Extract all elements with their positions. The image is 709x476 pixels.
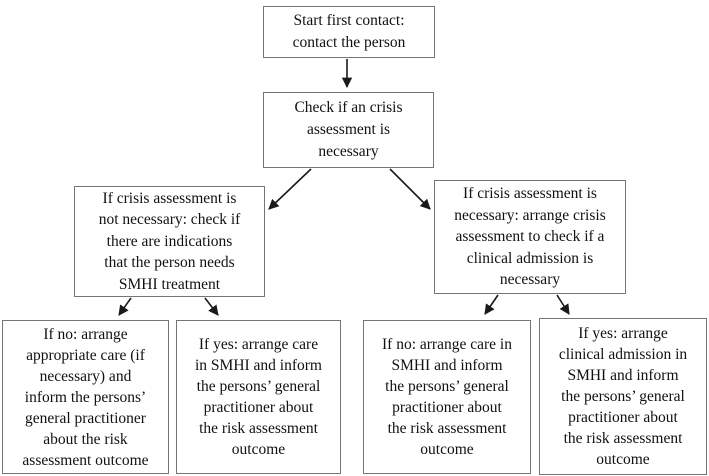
node-branch-not-necessary: If crisis assessment is not necessary: c… <box>74 186 265 297</box>
arrow-check-to-branch-left <box>268 168 312 210</box>
arrow-check-to-branch-right <box>389 168 431 210</box>
arrow-branch-left-to-outcome-no <box>118 297 132 316</box>
arrow-branch-right-to-outcome-no <box>484 294 499 315</box>
node-outcome-yes-clinical-admission: If yes: arrange clinical admission in SM… <box>539 318 707 475</box>
arrow-branch-right-to-outcome-yes <box>556 294 570 315</box>
node-start-first-contact: Start first contact: contact the person <box>263 6 435 58</box>
node-outcome-yes-care-in-smhi: If yes: arrange care in SMHI and inform … <box>176 320 341 474</box>
node-outcome-no-care-in-smhi: If no: arrange care in SMHI and inform t… <box>363 320 531 474</box>
arrow-branch-left-to-outcome-yes <box>204 297 219 316</box>
node-check-crisis-assessment: Check if an crisis assessment is necessa… <box>263 92 434 168</box>
node-branch-necessary: If crisis assessment is necessary: arran… <box>434 180 626 294</box>
node-outcome-no-appropriate-care: If no: arrange appropriate care (if nece… <box>2 320 169 474</box>
